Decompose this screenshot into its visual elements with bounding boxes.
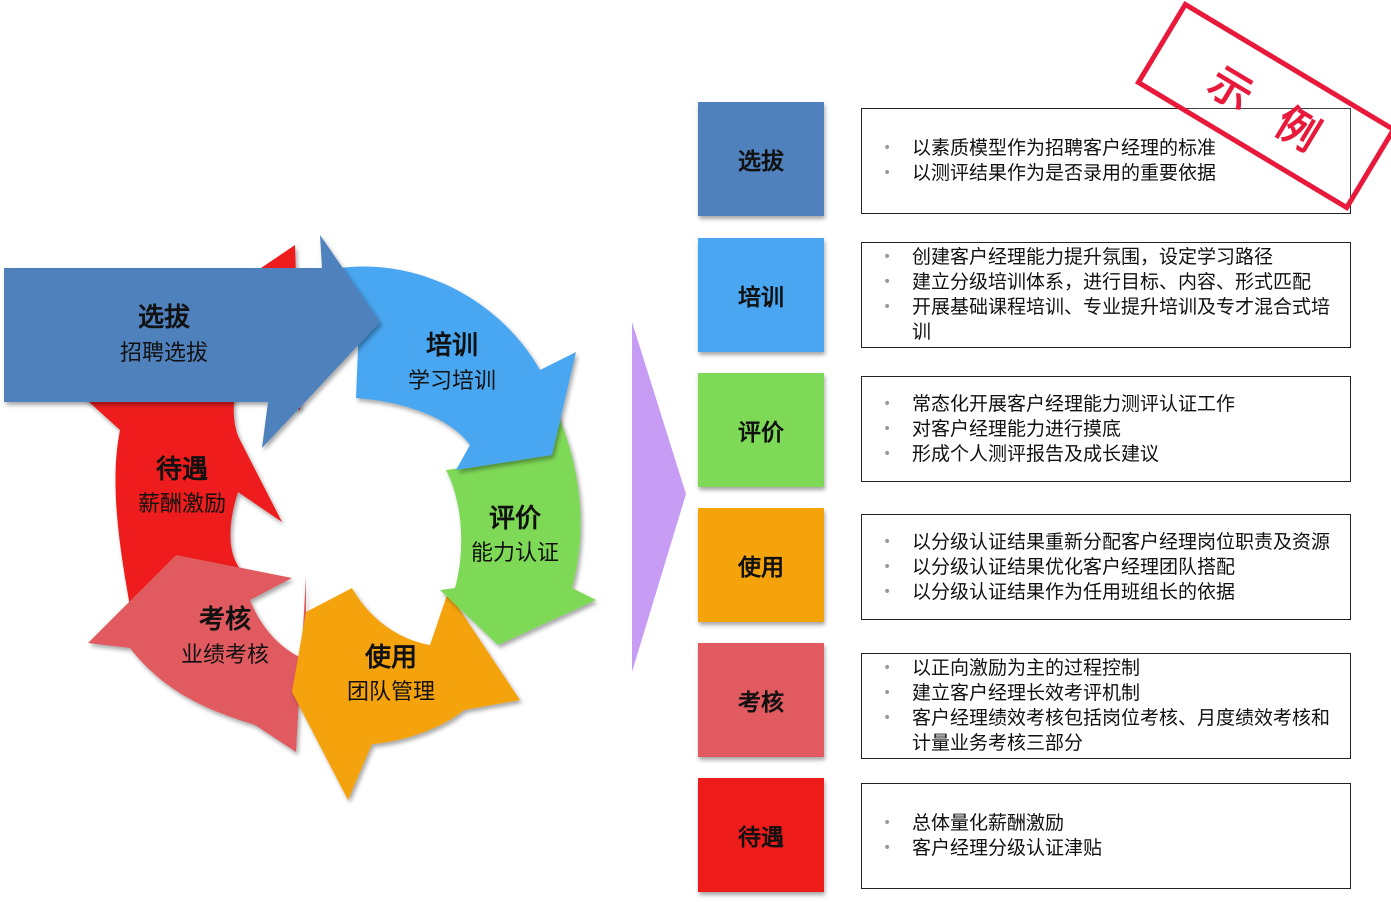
bullet-item: 以测评结果作为是否录用的重要依据 (874, 161, 1348, 186)
cycle-sub-use: 团队管理 (347, 680, 435, 705)
stage-desc-evaluation: 常态化开展客户经理能力测评认证工作 对客户经理能力进行摸底 形成个人测评报告及成… (861, 376, 1351, 482)
cycle-arrow-training (340, 266, 576, 470)
stage-desc-assessment: 以正向激励为主的过程控制 建立客户经理长效考评机制 客户经理绩效考核包括岗位考核… (861, 653, 1351, 759)
cycle-sub-training: 学习培训 (408, 369, 496, 394)
bullet-item: 开展基础课程培训、专业提升培训及专才混合式培训 (874, 295, 1348, 345)
stage-label-use: 使用 (698, 508, 824, 622)
bullet-item: 建立客户经理长效考评机制 (874, 681, 1348, 706)
stage-desc-use: 以分级认证结果重新分配客户经理岗位职责及资源 以分级认证结果优化客户经理团队搭配… (861, 514, 1351, 620)
stage-label-assessment: 考核 (698, 643, 824, 757)
cycle-arrow-selection (4, 235, 380, 448)
cycle-title-evaluation: 评价 (489, 504, 542, 534)
bullet-item: 创建客户经理能力提升氛围，设定学习路径 (874, 245, 1348, 270)
cycle-title-selection: 选拔 (138, 303, 191, 333)
bullet-item: 以分级认证结果作为任用班组长的依据 (874, 580, 1348, 605)
bullet-item: 以素质模型作为招聘客户经理的标准 (874, 136, 1348, 161)
cycle-sub-evaluation: 能力认证 (471, 541, 559, 566)
bullet-item: 总体量化薪酬激励 (874, 811, 1348, 836)
bullet-item: 对客户经理能力进行摸底 (874, 417, 1348, 442)
bullet-item: 以分级认证结果优化客户经理团队搭配 (874, 555, 1348, 580)
stage-desc-treatment: 总体量化薪酬激励 客户经理分级认证津贴 (861, 783, 1351, 889)
stage-label-training: 培训 (698, 238, 824, 352)
cycle-diagram: 选拔 招聘选拔 培训 学习培训 评价 能力认证 使用 团队管理 考核 业绩考核 … (4, 235, 596, 800)
bullet-item: 客户经理绩效考核包括岗位考核、月度绩效考核和计量业务考核三部分 (874, 706, 1348, 756)
stage-desc-training: 创建客户经理能力提升氛围，设定学习路径 建立分级培训体系，进行目标、内容、形式匹… (861, 242, 1351, 348)
cycle-sub-selection: 招聘选拔 (120, 341, 208, 366)
bullet-item: 常态化开展客户经理能力测评认证工作 (874, 392, 1348, 417)
cycle-title-use: 使用 (364, 643, 417, 673)
cycle-title-training: 培训 (426, 331, 478, 361)
bullet-item: 以正向激励为主的过程控制 (874, 656, 1348, 681)
bullet-item: 客户经理分级认证津贴 (874, 836, 1348, 861)
stage-desc-selection: 以素质模型作为招聘客户经理的标准 以测评结果作为是否录用的重要依据 (861, 108, 1351, 214)
cycle-sub-treatment: 薪酬激励 (138, 492, 226, 517)
stage-label-evaluation: 评价 (698, 373, 824, 487)
cycle-arrow-assessment (88, 555, 306, 752)
stage-label-treatment: 待遇 (698, 778, 824, 892)
chevron-arrow-icon (632, 322, 686, 672)
cycle-arrow-use (292, 588, 520, 800)
cycle-title-treatment: 待遇 (156, 455, 208, 485)
bullet-item: 形成个人测评报告及成长建议 (874, 442, 1348, 467)
stage-label-selection: 选拔 (698, 102, 824, 216)
cycle-title-assessment: 考核 (199, 604, 251, 635)
cycle-arrow-evaluation (440, 410, 596, 645)
cycle-sub-assessment: 业绩考核 (181, 643, 269, 668)
bullet-item: 以分级认证结果重新分配客户经理岗位职责及资源 (874, 530, 1348, 555)
bullet-item: 建立分级培训体系，进行目标、内容、形式匹配 (874, 270, 1348, 295)
